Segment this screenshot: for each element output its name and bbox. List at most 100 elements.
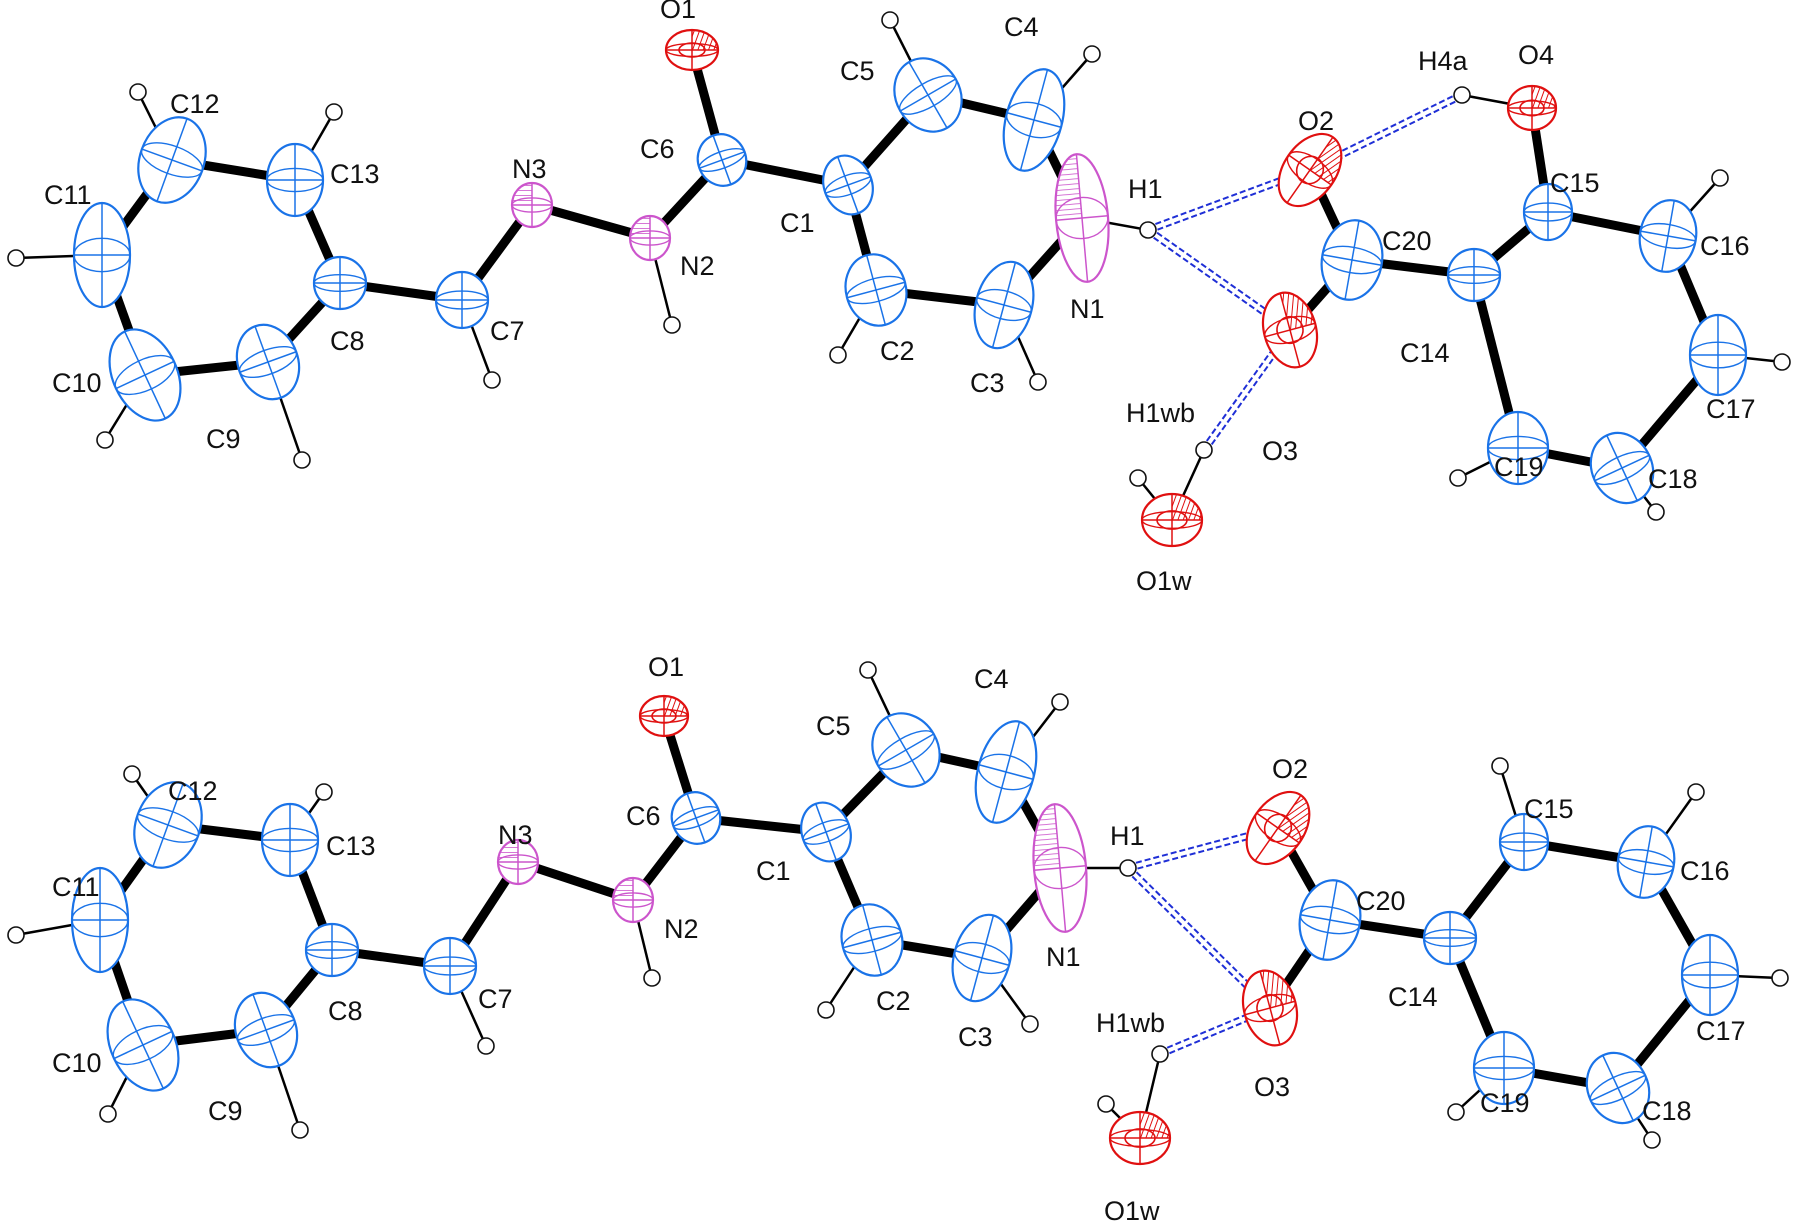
atom-C17	[1680, 933, 1740, 1017]
atom-C14	[1422, 910, 1478, 966]
atom-label-o1w: O1w	[1104, 1196, 1160, 1226]
hydrogen-H10	[96, 431, 114, 449]
atom-label-c5: C5	[840, 56, 875, 86]
atom-C8	[312, 255, 368, 311]
atom-label-c4: C4	[1004, 12, 1039, 42]
hydrogen-H3	[1029, 373, 1047, 391]
hydrogen-H17	[1773, 353, 1791, 371]
hydrogen-H7	[483, 371, 501, 389]
atom-C16	[1638, 199, 1698, 273]
atom-label-c6: C6	[626, 801, 661, 831]
atom-C12	[133, 781, 203, 869]
atom-label-c12: C12	[170, 89, 220, 119]
atom-C7	[434, 270, 490, 330]
hydrogen-H1	[1139, 221, 1157, 239]
atom-label-c19: C19	[1494, 452, 1544, 482]
hydrogen-H1wb	[1195, 441, 1213, 459]
hydrogen-bond-H4a-O2	[1310, 96, 1464, 174]
atom-C15	[1498, 812, 1550, 872]
atom-C9	[233, 991, 299, 1069]
atom-C9	[235, 323, 301, 401]
hydrogen-H15	[1491, 757, 1509, 775]
hydrogen-H16	[1687, 783, 1705, 801]
hydrogen-H17	[1771, 969, 1789, 987]
atom-C10	[106, 998, 180, 1092]
atom-label-c18: C18	[1642, 1096, 1692, 1126]
hydrogen-H12	[129, 83, 147, 101]
atom-label-h1wb: H1wb	[1126, 398, 1195, 428]
hydrogen-H19	[1447, 1103, 1465, 1121]
atom-label-n1: N1	[1070, 294, 1105, 324]
atom-C20	[1298, 879, 1362, 961]
atom-C6	[670, 791, 722, 845]
atom-N2	[628, 214, 672, 262]
atom-label-c17: C17	[1706, 394, 1756, 424]
atom-label-c8: C8	[328, 996, 363, 1026]
hydrogen-H4a	[1453, 86, 1471, 104]
atom-label-c6: C6	[640, 134, 675, 164]
hydrogen-H3	[1021, 1015, 1039, 1033]
hydrogen-bond-H1wb-O3	[1205, 331, 1294, 453]
hydrogen-H4	[1051, 693, 1069, 711]
hydrogen-H2	[817, 1001, 835, 1019]
hydrogen-bond-H1-O2	[1146, 166, 1310, 229]
atom-C1	[822, 154, 874, 216]
atom-label-c4: C4	[974, 664, 1009, 694]
atom-label-c20: C20	[1356, 886, 1406, 916]
atom-label-o1w: O1w	[1136, 566, 1192, 596]
bottom-structure-panel: O1C6N3N2C1C5C4C2C3N1H1O2O3H1wbO1wC20C14C…	[7, 652, 1789, 1226]
hydrogen-HO1w	[1129, 469, 1147, 487]
hydrogen-H7	[477, 1037, 495, 1055]
hydrogen-H13	[315, 783, 333, 801]
atom-label-c15: C15	[1550, 168, 1600, 198]
atom-O1	[638, 694, 690, 738]
atom-label-c7: C7	[478, 984, 513, 1014]
hydrogen-H9	[291, 1121, 309, 1139]
atom-C7	[422, 936, 478, 996]
atom-C18	[1589, 431, 1655, 505]
atom-C3	[973, 260, 1035, 350]
atom-label-c3: C3	[970, 368, 1005, 398]
atom-C16	[1616, 825, 1676, 899]
hydrogen-HN2	[643, 969, 661, 987]
atom-label-c10: C10	[52, 368, 102, 398]
atom-N3	[496, 838, 540, 886]
atom-label-c12: C12	[168, 776, 218, 806]
atom-O3	[1241, 969, 1299, 1047]
atom-label-o3: O3	[1254, 1072, 1290, 1102]
atom-C12	[137, 116, 207, 204]
atom-label-o1: O1	[648, 652, 684, 682]
atom-label-c13: C13	[326, 831, 376, 861]
atom-label-c1: C1	[780, 208, 815, 238]
hydrogen-H5	[859, 661, 877, 679]
hydrogen-H4	[1083, 45, 1101, 63]
atom-C8	[304, 922, 360, 978]
atom-C13	[265, 142, 325, 218]
atom-C11	[70, 866, 130, 974]
atom-label-c2: C2	[876, 986, 911, 1016]
atom-label-c10: C10	[52, 1048, 102, 1078]
atom-C2	[840, 903, 904, 977]
atom-label-o2: O2	[1272, 754, 1308, 784]
atom-label-c1: C1	[756, 856, 791, 886]
atom-label-c13: C13	[330, 159, 380, 189]
top-structure-panel: O1C6N3N2C1C5C4C2C3N1H1O2O3H1wbO1wC20C14C…	[7, 0, 1791, 596]
atom-C2	[844, 253, 908, 327]
hydrogen-bond-H1wb-O3	[1200, 327, 1289, 449]
atom-label-c15: C15	[1524, 794, 1574, 824]
atom-label-n3: N3	[498, 820, 533, 850]
atom-O4	[1506, 84, 1558, 132]
atom-label-c17: C17	[1696, 1016, 1746, 1046]
atom-C10	[108, 328, 182, 422]
hydrogen-H10	[99, 1105, 117, 1123]
atom-label-c7: C7	[490, 316, 525, 346]
atom-label-c18: C18	[1648, 464, 1698, 494]
hydrogen-bond-H4a-O2	[1308, 91, 1462, 169]
atom-C3	[951, 913, 1013, 1003]
atom-C6	[696, 133, 748, 187]
atom-C14	[1446, 247, 1502, 303]
hydrogen-H12	[123, 765, 141, 783]
atom-label-c16: C16	[1700, 231, 1750, 261]
atom-N2	[611, 876, 655, 924]
